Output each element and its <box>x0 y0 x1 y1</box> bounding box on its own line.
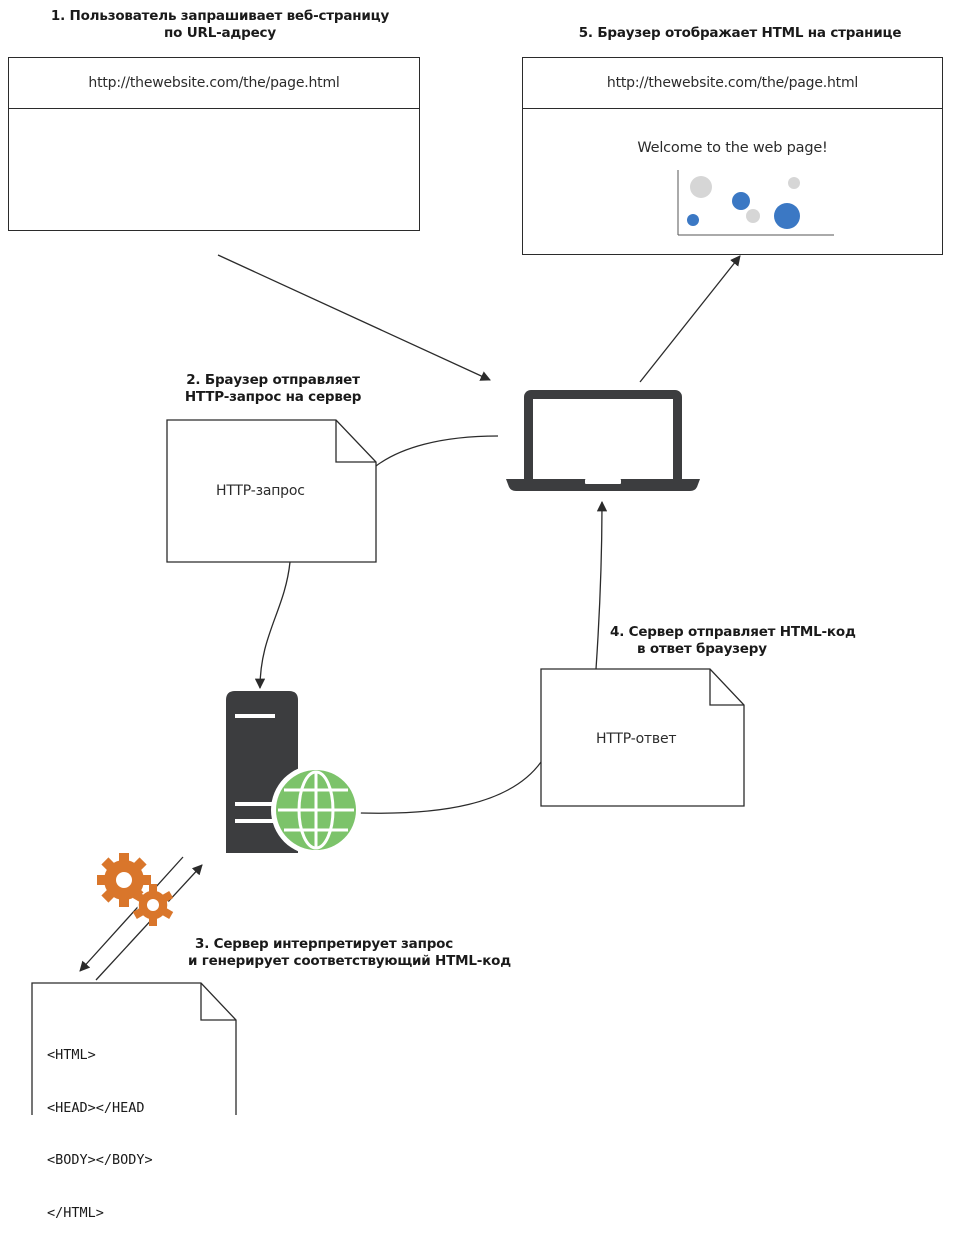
step2-line2: HTTP-запрос на сервер <box>184 389 362 405</box>
bubble <box>774 203 800 229</box>
bubble-chart-illustration <box>677 170 834 236</box>
url-text: http://thewebsite.com/the/page.html <box>606 75 859 91</box>
step2-line1: 2. Браузер отправляет <box>186 372 360 388</box>
bubble <box>746 209 760 223</box>
step5-line1: 5. Браузер отображает HTML на странице <box>578 25 902 41</box>
html-code-block: <HTML> <HEAD></HEAD <BODY></BODY> </HTML… <box>47 1012 153 1240</box>
step3-title: 3. Сервер интерпретирует запрос и генери… <box>188 936 518 970</box>
step4-title: 4. Сервер отправляет HTML-код в ответ бр… <box>610 624 910 658</box>
curve-laptop-to-request <box>375 435 499 467</box>
curve-response-to-laptop <box>595 500 608 670</box>
code-line: </HTML> <box>47 1204 104 1221</box>
bubble <box>690 176 712 198</box>
bubble <box>687 214 699 226</box>
step1-title: 1. Пользователь запрашивает веб-страницу… <box>20 8 420 42</box>
browser-window-request: http://thewebsite.com/the/page.html <box>8 57 420 231</box>
arrow-html-to-server <box>95 864 203 981</box>
bubble <box>788 177 800 189</box>
arrow-laptop-to-browser <box>639 255 741 383</box>
address-bar[interactable]: http://thewebsite.com/the/page.html <box>9 58 419 109</box>
url-text: http://thewebsite.com/the/page.html <box>88 75 340 91</box>
connectors-layer <box>79 254 741 981</box>
step4-line1: 4. Сервер отправляет HTML-код <box>610 624 856 640</box>
curve-request-to-server <box>254 561 291 690</box>
arrow-server-to-html <box>79 856 184 972</box>
address-bar[interactable]: http://thewebsite.com/the/page.html <box>523 58 942 109</box>
step5-title: 5. Браузер отображает HTML на странице <box>540 25 940 42</box>
bubble <box>732 192 750 210</box>
request-document-label: HTTP-запрос <box>216 483 305 499</box>
step4-line2: в ответ браузеру <box>637 641 767 657</box>
response-document-label: HTTP-ответ <box>596 731 677 747</box>
code-line: <HEAD></HEAD <box>47 1099 145 1116</box>
arrow-browser-to-laptop <box>217 254 491 381</box>
step3-line2: и генерирует соответствующий HTML-код <box>188 953 511 969</box>
curve-server-to-response <box>359 761 542 814</box>
code-line: <HTML> <box>47 1047 96 1063</box>
step1-line2: по URL-адресу <box>164 25 276 41</box>
browser-window-rendered: http://thewebsite.com/the/page.html Welc… <box>522 57 943 255</box>
code-line: <BODY></BODY> <box>47 1152 153 1168</box>
page-welcome-text: Welcome to the web page! <box>637 140 828 156</box>
step1-line1: 1. Пользователь запрашивает веб-страницу <box>50 8 390 24</box>
step2-title: 2. Браузер отправляет HTTP-запрос на сер… <box>150 372 396 406</box>
step3-line1: 3. Сервер интерпретирует запрос <box>195 936 454 952</box>
